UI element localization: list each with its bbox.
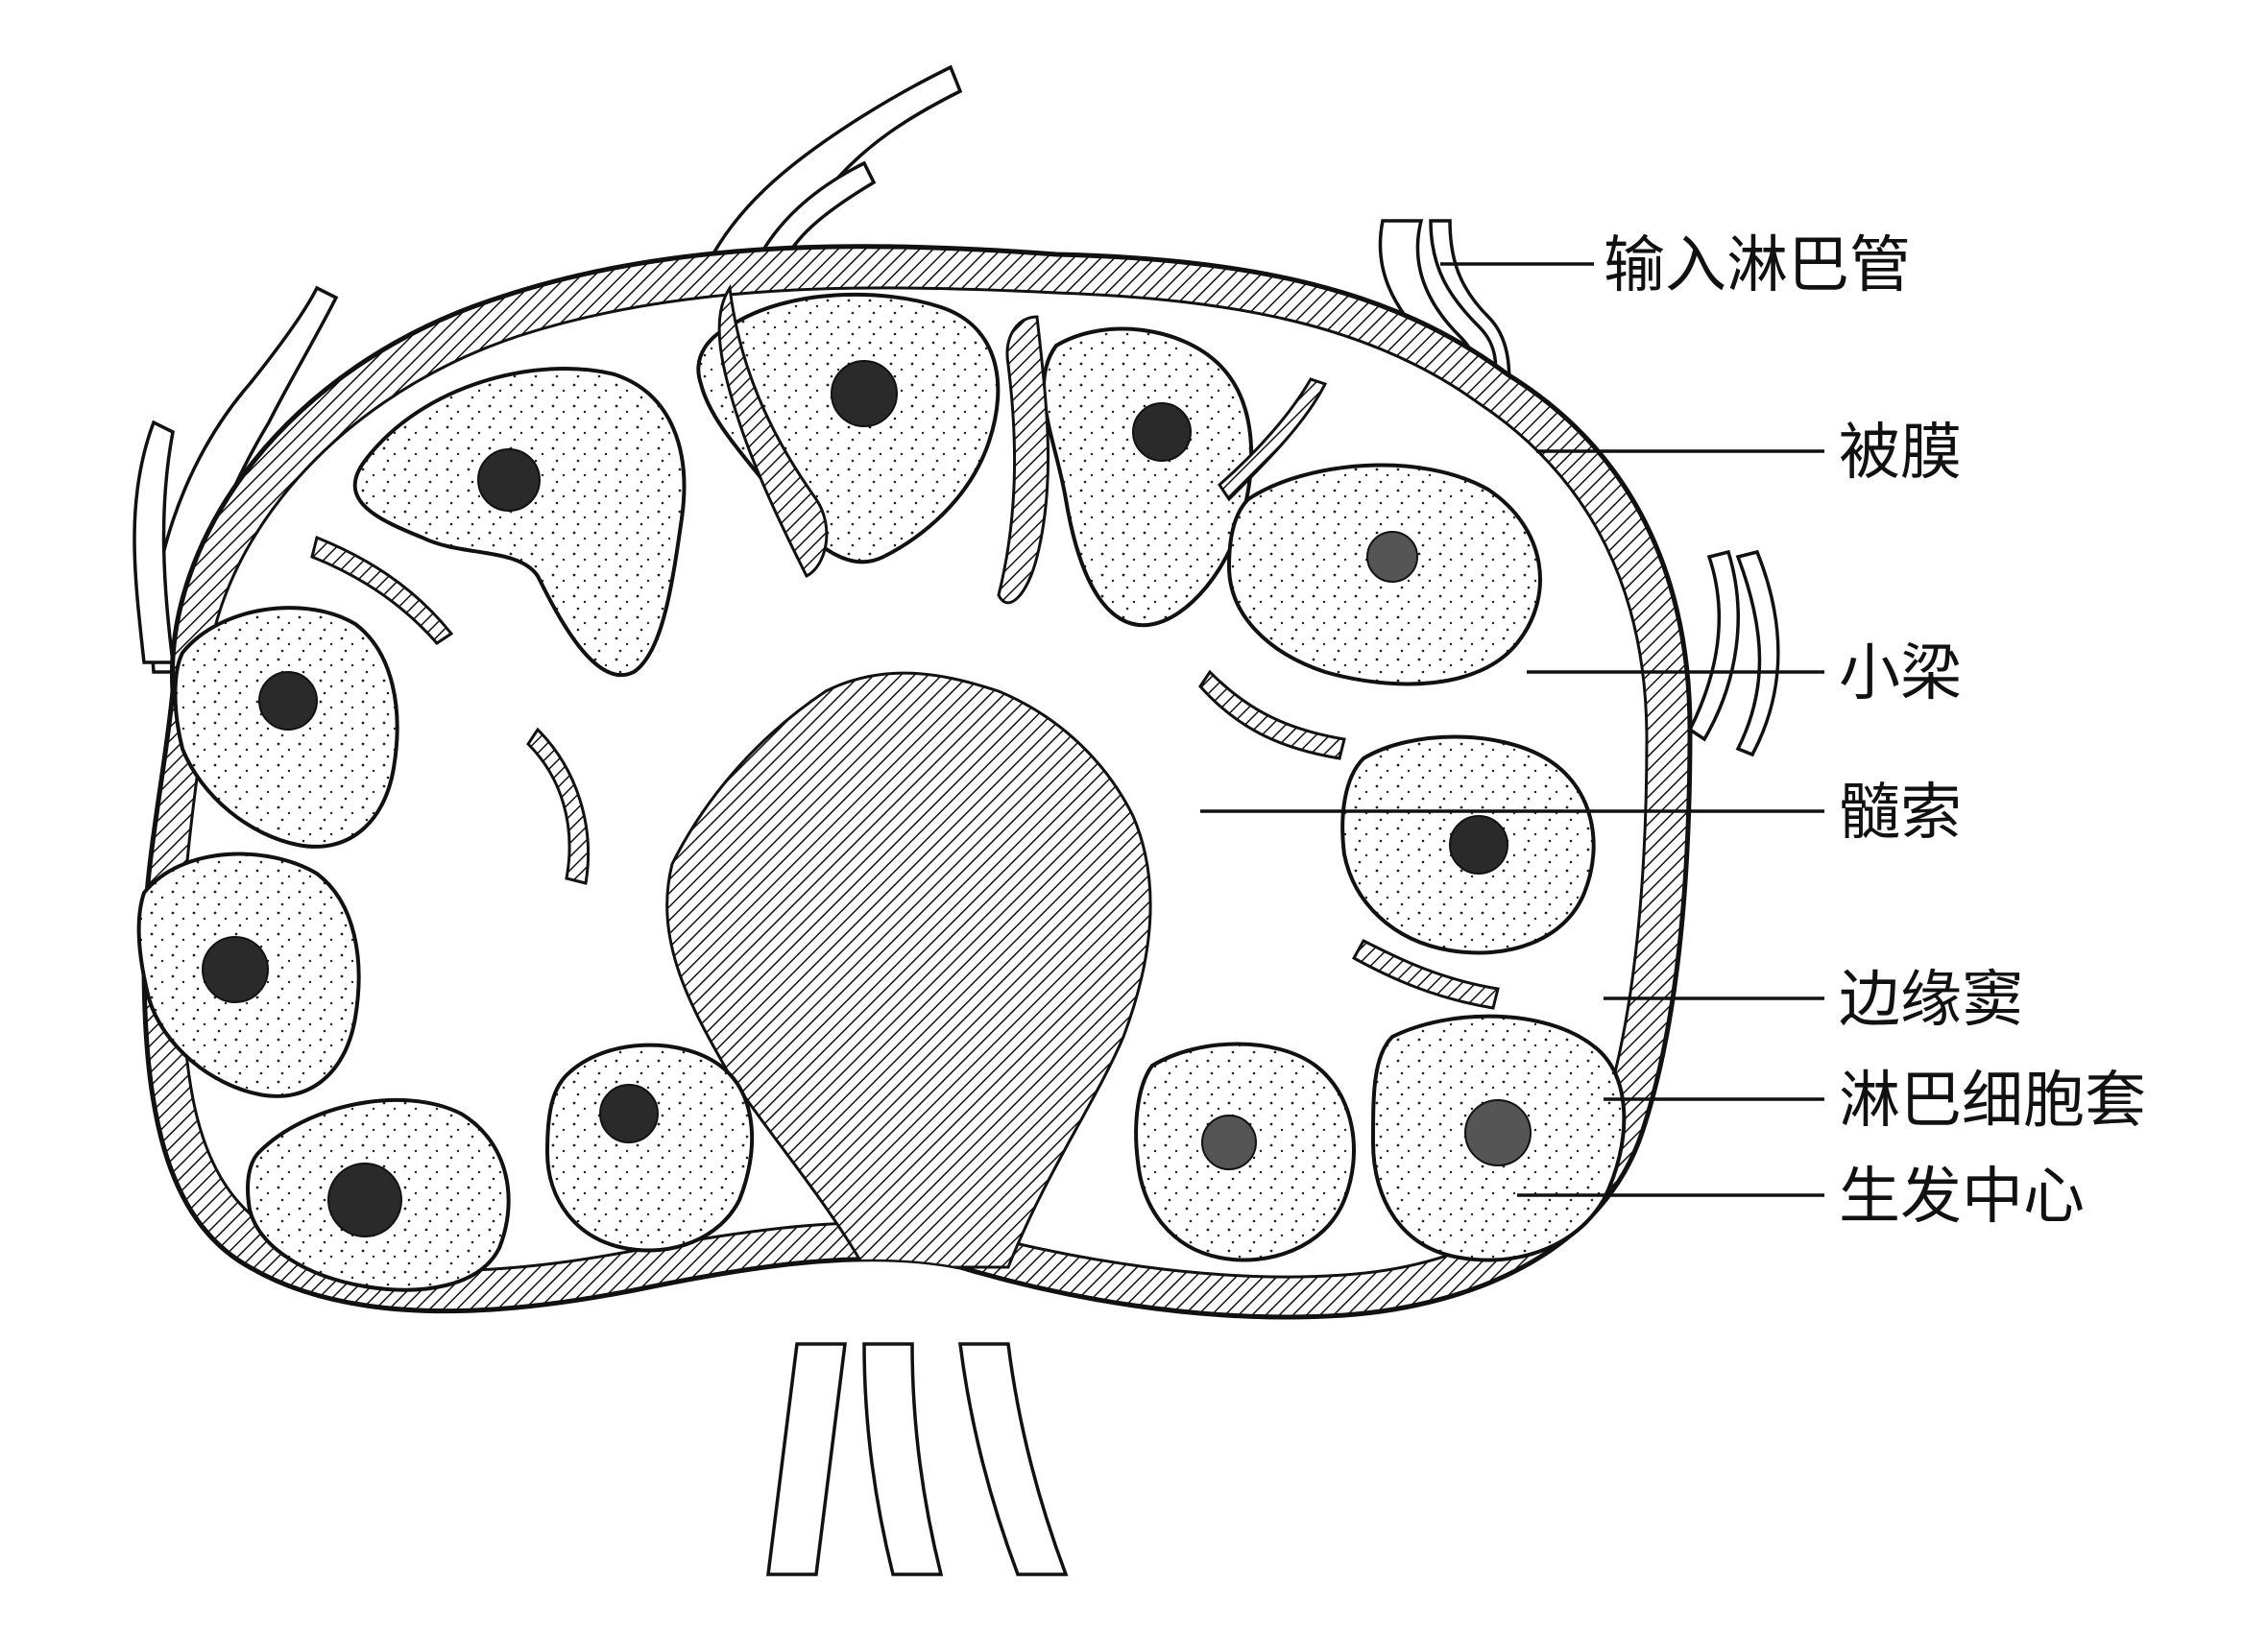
labels: 输入淋巴管 被膜 小梁 髓索 边缘窦 淋巴细胞套 生发中心 — [1604, 230, 2146, 1233]
germinal-centers — [202, 360, 1532, 1237]
label-marginal-sinus: 边缘窦 — [1839, 965, 2023, 1036]
label-capsule: 被膜 — [1839, 418, 1962, 489]
label-lymphocyte-mantle: 淋巴细胞套 — [1839, 1066, 2146, 1137]
label-germinal-center: 生发中心 — [1839, 1162, 2085, 1233]
leader-lines — [1200, 262, 1824, 1197]
label-afferent-lymphatic: 输入淋巴管 — [1604, 230, 1911, 301]
label-medullary-cord: 髓索 — [1839, 778, 1962, 849]
trabeculae — [310, 283, 1500, 1010]
label-trabecula: 小梁 — [1839, 638, 1962, 709]
